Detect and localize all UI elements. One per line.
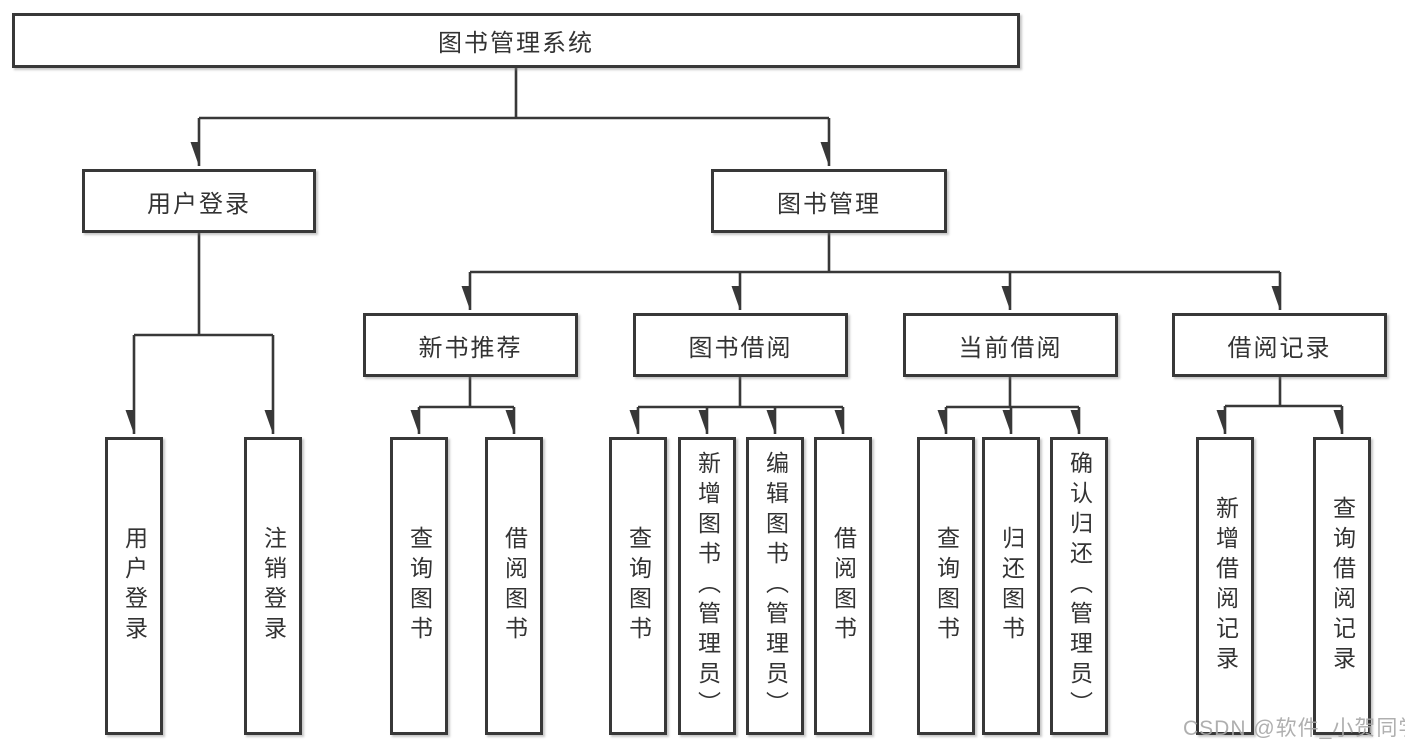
csdn-watermark: CSDN @软件_小贺同学 bbox=[1183, 717, 1405, 740]
leaf-nbr-query-book-label: 查询图书 bbox=[406, 526, 433, 646]
leaf-br-query-record-label: 查询借阅记录 bbox=[1329, 496, 1356, 676]
leaf-user-login: 用户登录 bbox=[105, 437, 163, 735]
node-user-login-branch: 用户登录 bbox=[82, 169, 316, 233]
leaf-cb-return-book-label: 归还图书 bbox=[998, 526, 1025, 646]
leaf-bb-add-book-admin-label: 新增图书（管理员） bbox=[694, 451, 721, 721]
node-current-borrow: 当前借阅 bbox=[903, 313, 1118, 377]
leaf-nbr-borrow-book-label: 借阅图书 bbox=[501, 526, 528, 646]
node-root-label: 图书管理系统 bbox=[438, 30, 594, 57]
leaf-bb-query-book: 查询图书 bbox=[609, 437, 667, 735]
node-root-system: 图书管理系统 bbox=[12, 13, 1020, 68]
leaf-cb-query-book-label: 查询图书 bbox=[933, 526, 960, 646]
connector-book-management-children bbox=[470, 233, 1280, 274]
leaf-bb-borrow-book: 借阅图书 bbox=[814, 437, 872, 735]
connector-user-login-children bbox=[134, 233, 273, 337]
connector-root-to-level2 bbox=[199, 68, 829, 120]
node-borrow-record-label: 借阅记录 bbox=[1227, 334, 1332, 362]
leaf-bb-query-book-label: 查询图书 bbox=[625, 526, 652, 646]
leaf-br-query-record: 查询借阅记录 bbox=[1313, 437, 1371, 735]
connector-borrow-record-children bbox=[1225, 377, 1342, 408]
leaf-logout: 注销登录 bbox=[244, 437, 302, 735]
leaf-br-add-record-label: 新增借阅记录 bbox=[1212, 496, 1239, 676]
leaf-user-login-label: 用户登录 bbox=[121, 526, 148, 646]
leaf-bb-borrow-book-label: 借阅图书 bbox=[830, 526, 857, 646]
connector-new-book-recommend-children bbox=[419, 377, 514, 409]
leaf-nbr-borrow-book: 借阅图书 bbox=[485, 437, 543, 735]
leaf-cb-return-book: 归还图书 bbox=[982, 437, 1040, 735]
leaf-br-add-record: 新增借阅记录 bbox=[1196, 437, 1254, 735]
leaf-logout-label: 注销登录 bbox=[260, 526, 287, 646]
leaf-bb-edit-book-admin: 编辑图书（管理员） bbox=[746, 437, 804, 735]
leaf-cb-query-book: 查询图书 bbox=[917, 437, 975, 735]
node-book-borrow-label: 图书借阅 bbox=[688, 334, 793, 362]
node-new-book-recommend-label: 新书推荐 bbox=[418, 334, 523, 362]
leaf-nbr-query-book: 查询图书 bbox=[390, 437, 448, 735]
node-book-management-label: 图书管理 bbox=[777, 190, 881, 218]
node-new-book-recommend: 新书推荐 bbox=[363, 313, 578, 377]
node-user-login-label: 用户登录 bbox=[147, 190, 251, 218]
leaf-cb-confirm-return-admin-label: 确认归还（管理员） bbox=[1066, 451, 1093, 721]
node-book-management: 图书管理 bbox=[711, 169, 947, 233]
leaf-bb-add-book-admin: 新增图书（管理员） bbox=[678, 437, 736, 735]
leaf-cb-confirm-return-admin: 确认归还（管理员） bbox=[1050, 437, 1108, 735]
connector-current-borrow-children bbox=[946, 377, 1079, 409]
node-current-borrow-label: 当前借阅 bbox=[958, 334, 1063, 362]
node-book-borrow: 图书借阅 bbox=[633, 313, 848, 377]
connector-book-borrow-children bbox=[638, 377, 843, 409]
leaf-bb-edit-book-admin-label: 编辑图书（管理员） bbox=[762, 451, 789, 721]
node-borrow-record: 借阅记录 bbox=[1172, 313, 1387, 377]
